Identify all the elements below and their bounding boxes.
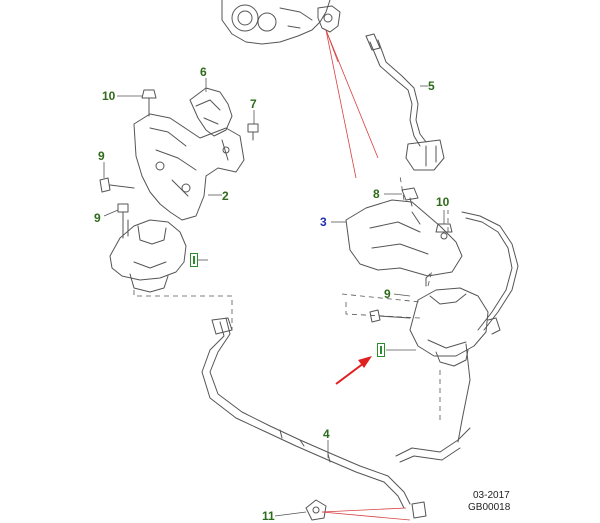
callout-7: 7 [250, 97, 257, 111]
callout-9-right: 9 [384, 287, 391, 301]
engine-mount-right [409, 273, 501, 367]
hose-part-5 [365, 33, 445, 171]
engine-block-fragment [221, 0, 341, 45]
callout-5: 5 [428, 79, 435, 93]
callout-6: 6 [200, 65, 207, 79]
callout-9-upper-left: 9 [98, 149, 105, 163]
callout-11: 11 [262, 509, 275, 523]
dashed-connectors [133, 175, 449, 420]
clip-part-11 [305, 499, 327, 521]
callout-9-lower-left: 9 [94, 211, 101, 225]
footer-date: 03-2017 [473, 490, 510, 501]
red-reference-lines [321, 29, 411, 521]
bracket-part-3 [345, 199, 463, 277]
bolt-part-8 [401, 187, 419, 207]
highlight-arrow [335, 356, 372, 385]
bolt-part-10-left [141, 89, 157, 117]
nut-part-10-right [435, 223, 453, 233]
engine-mount-left [109, 219, 187, 293]
callout-8: 8 [373, 187, 380, 201]
reference-mark-right [377, 343, 385, 357]
leader-lines [103, 78, 445, 517]
bracket-part-6 [189, 87, 233, 137]
bolt-part-9-right [369, 309, 411, 323]
bolt-part-7 [247, 123, 259, 141]
bolt-part-9-lower-left [117, 203, 129, 239]
bracket-part-2 [133, 113, 245, 221]
callout-10-right: 10 [436, 195, 450, 209]
hose-right [457, 211, 519, 443]
callout-3: 3 [320, 215, 327, 229]
callout-2: 2 [222, 189, 229, 203]
harness-part-4 [201, 317, 471, 519]
reference-mark-left [190, 253, 198, 267]
callout-10-left: 10 [102, 89, 116, 103]
footer-code: GB00018 [468, 502, 511, 513]
callout-4: 4 [323, 427, 330, 441]
bolt-part-9-upper-left [99, 177, 135, 193]
